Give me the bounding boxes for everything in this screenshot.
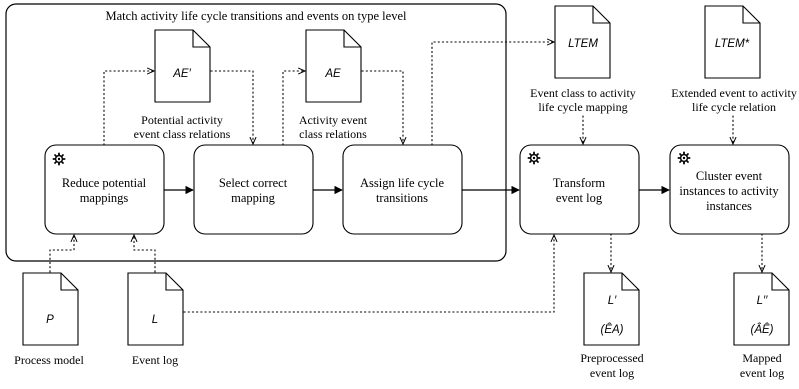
doc-ae-prime: AE′ Potential activity event class relat… — [134, 29, 231, 141]
box-assign-label-1: Assign life cycle — [360, 176, 444, 190]
box-cluster-instances: Cluster event instances to activity inst… — [669, 144, 790, 235]
doc-ae-caption-1: Activity event — [299, 113, 368, 127]
doc-ae-prime-symbol: AE′ — [172, 68, 191, 80]
box-select-mapping: Select correct mapping — [193, 144, 314, 235]
arrow-ae-prime-to-select — [210, 70, 253, 144]
box-select-label-1: Select correct — [219, 176, 288, 190]
box-cluster-label-1: Cluster event — [696, 169, 763, 183]
doc-p-caption: Process model — [14, 353, 84, 367]
arrow-l-to-transform — [183, 235, 554, 313]
dotted-arrows — [49, 42, 762, 313]
doc-l-prime: L′ (ÊA) Preprocessed event log — [580, 272, 644, 380]
container-frame: Match activity life cycle transitions an… — [5, 3, 507, 262]
doc-l-prime-caption-1: Preprocessed — [580, 351, 643, 365]
doc-ae-symbol: AE — [324, 68, 341, 80]
doc-ltem-star-symbol: LTEM* — [715, 38, 750, 50]
doc-l-prime-caption-2: event log — [590, 366, 634, 380]
doc-ltem-caption-2: life cycle mapping — [538, 100, 627, 114]
doc-ae: AE Activity event class relations — [299, 29, 368, 141]
box-reduce-label-1: Reduce potential — [62, 176, 147, 190]
gear-icon — [677, 151, 691, 165]
gear-icon — [527, 151, 541, 165]
doc-l: L Event log — [127, 272, 184, 367]
arrow-l-to-reduce — [134, 235, 156, 273]
box-reduce-label-2: mappings — [80, 191, 129, 205]
box-transform-label-2: event log — [556, 191, 603, 205]
arrow-select-to-ae — [282, 71, 305, 146]
doc-ltem-caption-1: Event class to activity — [530, 86, 636, 100]
box-select-label-2: mapping — [231, 191, 275, 205]
doc-ltem-star-caption-2: life cycle relation — [692, 100, 776, 114]
doc-ae-prime-caption-2: event class relations — [134, 127, 231, 141]
arrow-ae-to-assign — [361, 70, 403, 144]
arrow-p-to-reduce — [49, 235, 74, 273]
doc-p: P Process model — [14, 272, 84, 367]
doc-l-dprime-caption-2: event log — [740, 366, 784, 380]
box-assign-transitions: Assign life cycle transitions — [342, 144, 463, 235]
arrow-reduce-to-ae-prime — [103, 71, 154, 146]
doc-ltem-star: LTEM* Extended event to activity life cy… — [671, 5, 797, 114]
doc-ae-caption-2: class relations — [299, 127, 367, 141]
doc-l-dprime-caption-1: Mapped — [742, 351, 781, 365]
box-reduce-mappings: Reduce potential mappings — [44, 144, 165, 235]
box-transform-log: Transform event log — [519, 144, 640, 235]
box-cluster-label-3: instances — [706, 199, 752, 213]
arrow-assign-to-ltem — [431, 42, 554, 146]
doc-l-dprime-symbol: L′′ — [757, 295, 769, 307]
doc-l-caption: Event log — [132, 353, 178, 367]
doc-l-symbol: L — [152, 314, 158, 326]
container-title: Match activity life cycle transitions an… — [106, 9, 407, 23]
doc-l-dprime-sub: (ÂÊ) — [751, 323, 774, 336]
box-transform-label-1: Transform — [553, 176, 606, 190]
doc-l-prime-sub: (ÊA) — [601, 323, 624, 336]
doc-ae-prime-caption-1: Potential activity — [141, 113, 223, 127]
doc-ltem-symbol: LTEM — [568, 38, 598, 50]
doc-p-symbol: P — [46, 314, 54, 326]
doc-ltem: LTEM Event class to activity life cycle … — [530, 5, 636, 114]
gear-icon — [52, 152, 66, 166]
doc-l-prime-symbol: L′ — [608, 295, 617, 307]
doc-l-dprime: L′′ (ÂÊ) Mapped event log — [733, 272, 790, 380]
doc-ltem-star-caption-1: Extended event to activity — [671, 86, 797, 100]
box-assign-label-2: transitions — [376, 191, 428, 205]
box-cluster-label-2: instances to activity — [679, 184, 779, 198]
